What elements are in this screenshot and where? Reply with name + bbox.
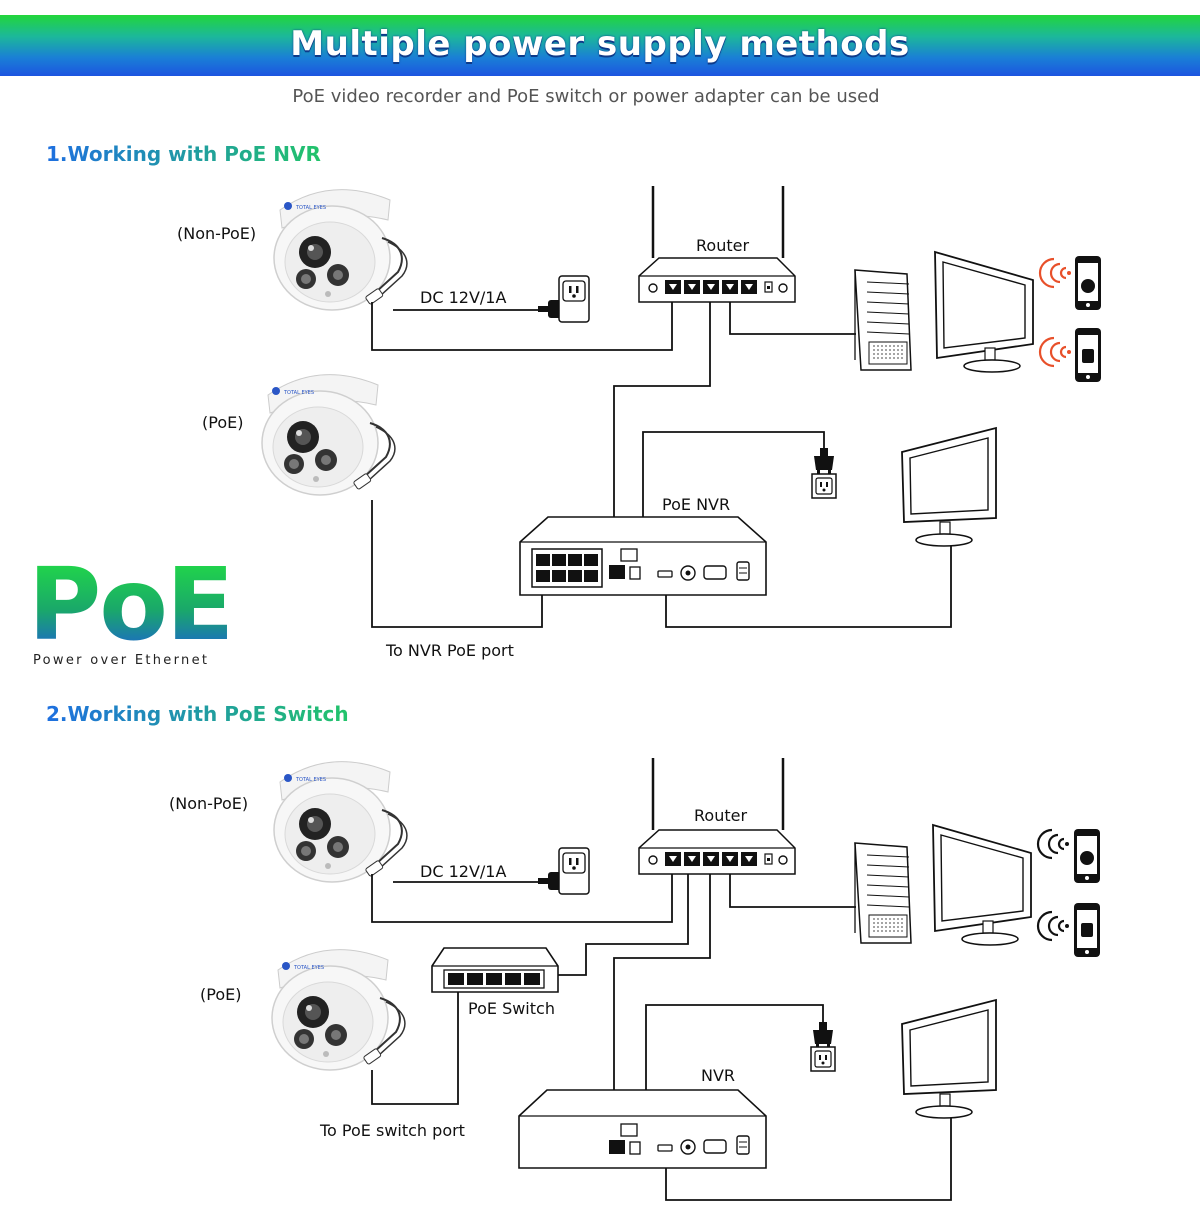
monitor-icon — [901, 999, 997, 1119]
nvr-icon — [518, 1089, 767, 1169]
camera-poe-label: (PoE) — [200, 985, 241, 1004]
power-outlet-icon — [811, 473, 837, 499]
router-label: Router — [696, 236, 749, 255]
poe-switch-icon — [431, 947, 559, 993]
poe-switch-label: PoE Switch — [468, 999, 555, 1018]
wifi-signal-icon — [1038, 336, 1073, 368]
pc-tower-icon — [854, 842, 912, 944]
dome-camera-icon — [273, 188, 408, 311]
camera-nonpoe-label: (Non-PoE) — [169, 794, 248, 813]
port-label: To NVR PoE port — [385, 641, 514, 660]
apple-logo-icon — [1080, 851, 1094, 865]
section-1-diagram: (Non-PoE) (PoE) DC 12V/1A Router PoE NVR… — [177, 184, 1101, 660]
nvr-label: NVR — [701, 1066, 735, 1085]
wifi-signal-icon — [1036, 910, 1071, 942]
android-logo-icon — [1081, 923, 1093, 937]
monitor-icon — [932, 824, 1032, 946]
subtitle: PoE video recorder and PoE switch or pow… — [292, 86, 880, 107]
camera-poe-label: (PoE) — [202, 413, 243, 432]
section-2-diagram: (Non-PoE) (PoE) DC 12V/1A Router PoE Swi… — [169, 756, 1100, 1201]
dome-camera-icon — [271, 948, 406, 1071]
dome-camera-icon — [261, 373, 396, 496]
wifi-signal-icon — [1038, 257, 1073, 289]
pc-tower-icon — [854, 269, 912, 371]
port-label: To PoE switch port — [319, 1121, 465, 1140]
camera-nonpoe-label: (Non-PoE) — [177, 224, 256, 243]
monitor-icon — [901, 427, 997, 547]
poe-logo: PoE — [28, 546, 234, 663]
dome-camera-icon — [273, 760, 408, 883]
nvr-label: PoE NVR — [662, 495, 730, 514]
dc-power-label: DC 12V/1A — [420, 288, 506, 307]
wifi-signal-icon — [1036, 828, 1071, 860]
title-banner: Multiple power supply methods — [0, 15, 1200, 76]
apple-logo-icon — [1081, 279, 1095, 293]
banner-title: Multiple power supply methods — [290, 24, 910, 64]
section-2-title: 2.Working with PoE Switch — [46, 702, 349, 726]
android-logo-icon — [1082, 349, 1094, 363]
poe-logo-subtext: Power over Ethernet — [33, 653, 210, 668]
power-outlet-icon — [810, 1046, 836, 1072]
router-label: Router — [694, 806, 747, 825]
poe-nvr-icon — [519, 516, 767, 596]
power-outlet-icon — [558, 275, 590, 323]
power-outlet-icon — [558, 847, 590, 895]
dc-power-label: DC 12V/1A — [420, 862, 506, 881]
section-1-title: 1.Working with PoE NVR — [46, 142, 321, 166]
monitor-icon — [934, 251, 1034, 373]
